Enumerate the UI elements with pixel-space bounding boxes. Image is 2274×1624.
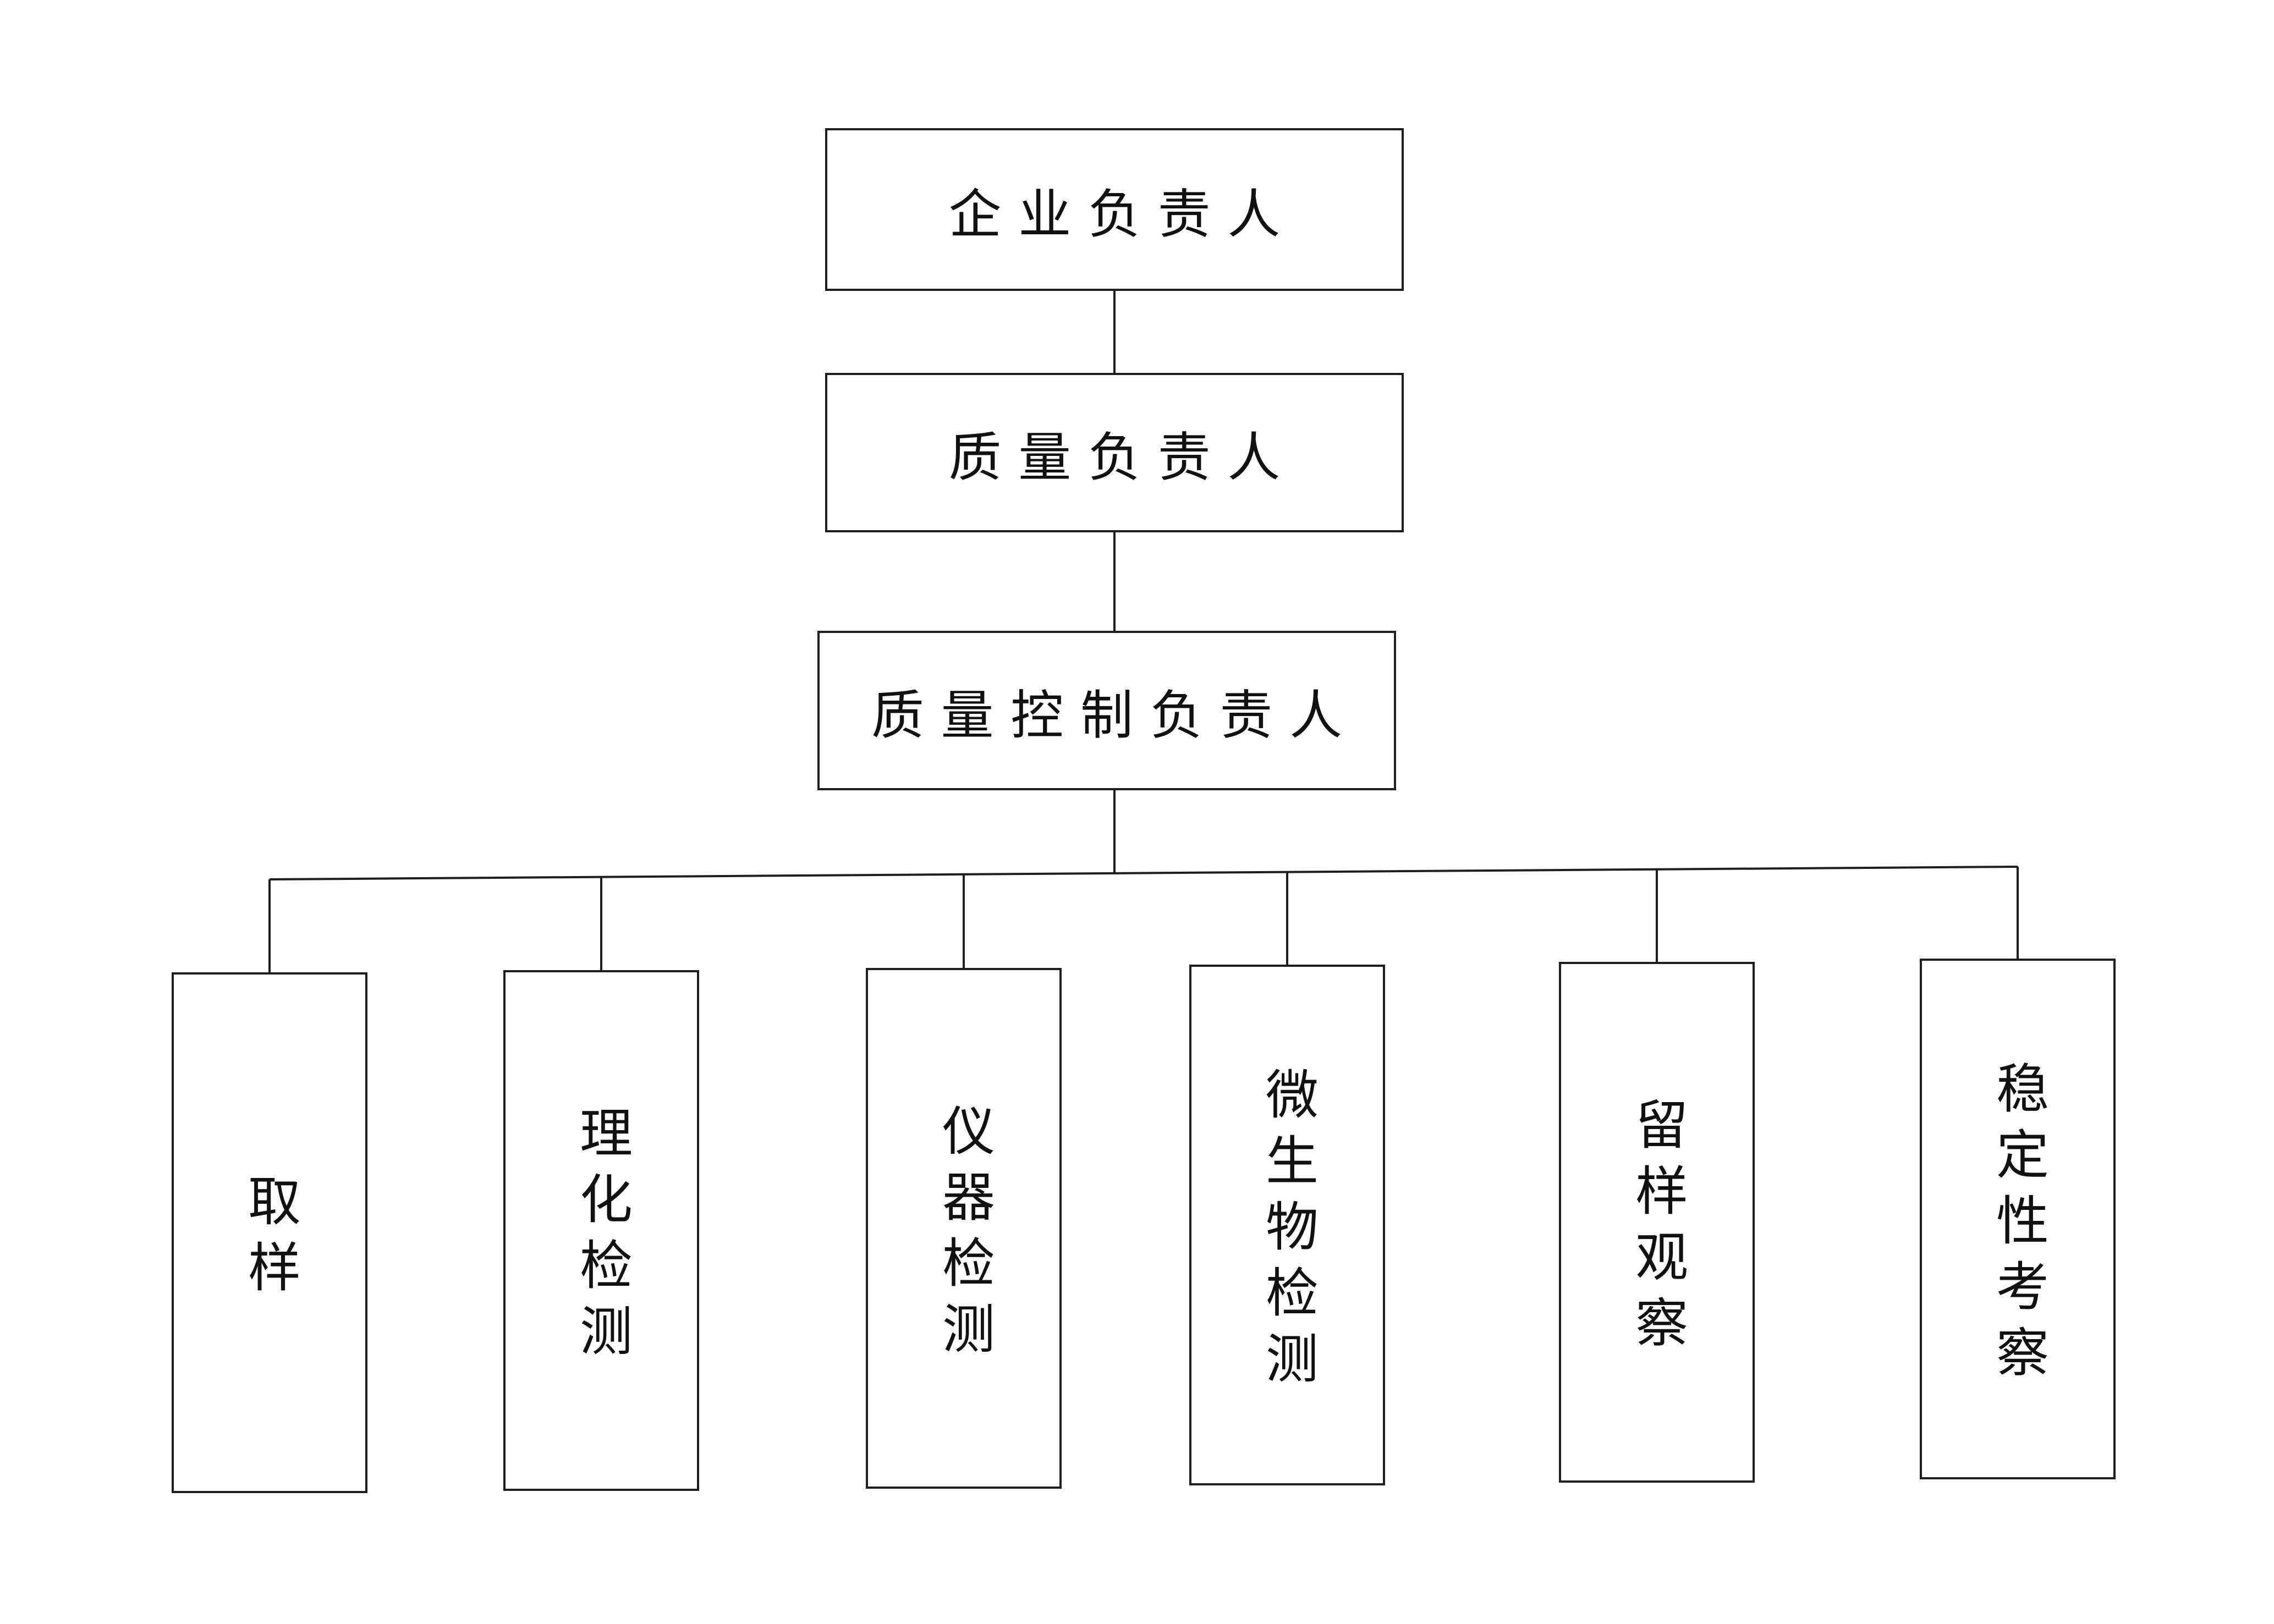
org-node-label: 取样	[240, 1173, 299, 1306]
org-node-label: 理化检测	[572, 1105, 631, 1369]
org-node-sample-retention-observation: 留样观察	[1559, 962, 1755, 1483]
org-node-label: 质量控制负责人	[871, 686, 1359, 745]
org-node-label: 仪器检测	[934, 1103, 993, 1367]
org-node-label: 稳定性考察	[1988, 1060, 2047, 1391]
org-node-label: 质量负责人	[948, 428, 1298, 487]
org-node-microbiological-testing: 微生物检测	[1189, 965, 1385, 1485]
org-node-sampling: 取样	[172, 972, 367, 1493]
org-node-stability-investigation: 稳定性考察	[1920, 959, 2116, 1479]
org-node-physicochemical-testing: 理化检测	[503, 970, 699, 1491]
org-node-quality-head: 质量负责人	[825, 373, 1404, 532]
org-node-label: 微生物检测	[1257, 1066, 1317, 1397]
org-node-instrument-testing: 仪器检测	[866, 968, 1062, 1489]
org-node-quality-control-head: 质量控制负责人	[817, 631, 1396, 790]
org-node-label: 留样观察	[1627, 1097, 1687, 1361]
org-node-label: 企业负责人	[948, 185, 1298, 244]
org-node-enterprise-head: 企业负责人	[825, 128, 1404, 291]
distribution-line	[269, 866, 2018, 880]
